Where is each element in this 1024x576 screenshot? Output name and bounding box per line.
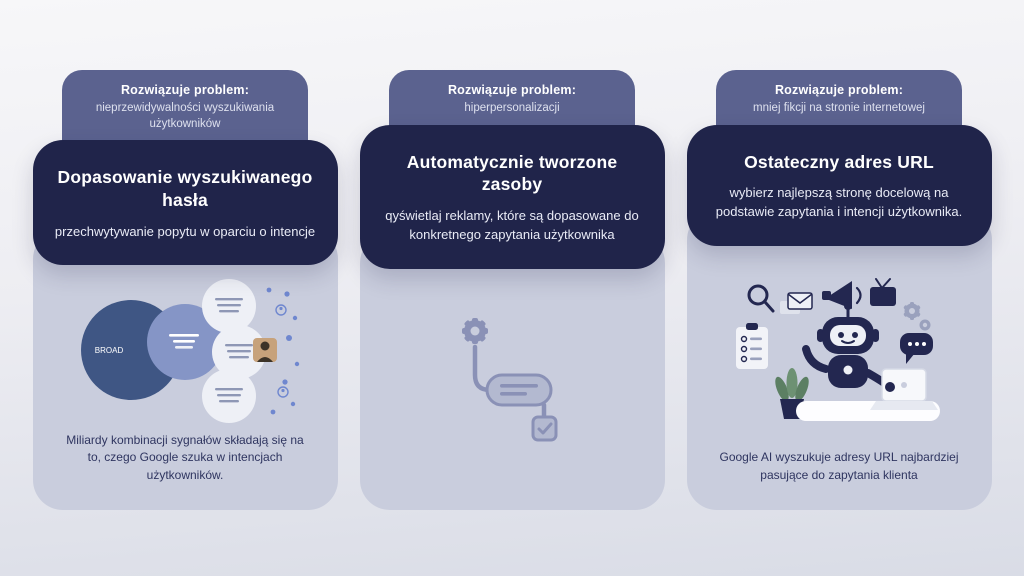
robot-laptop-icon: [736, 277, 940, 421]
venn-broad-label: BROAD: [95, 346, 124, 355]
tv-antenna-icon: [870, 277, 896, 306]
badge-subtitle: nieprzewidywalności wyszukiwania użytkow…: [95, 102, 275, 130]
card-header: Ostateczny adres URL wybierz najlepszą s…: [686, 124, 992, 246]
card-title: Dopasowanie wyszukiwanego hasła: [57, 167, 313, 210]
checkbox-icon: [531, 415, 558, 442]
magnifier-icon: [747, 284, 775, 313]
card-header: Automatycznie tworzone zasoby qyświetlaj…: [359, 124, 665, 269]
workflow-illustration: [360, 275, 665, 484]
card-body: Google AI wyszukuje adresy URL najbardzi…: [686, 209, 992, 510]
intent-venn-icon: BROAD: [81, 278, 300, 423]
mini-user-icons: [275, 303, 289, 398]
venn-illustration: BROAD: [33, 271, 338, 431]
megaphone-icon: [822, 280, 862, 309]
checklist-icon: [736, 322, 768, 369]
card-description: qyświetlaj reklamy, które są dopasowane …: [385, 208, 639, 242]
badge-subtitle: mniej fikcji na stronie internetowej: [753, 102, 925, 114]
laptop-icon: [870, 367, 938, 410]
card-title: Automatycznie tworzone zasoby: [406, 151, 618, 195]
card-header: Dopasowanie wyszukiwanego hasła przechwy…: [32, 140, 338, 266]
envelope-icon: [780, 291, 813, 314]
badge-subtitle: hiperpersonalizacji: [464, 102, 560, 114]
asset-pill-icon: [485, 373, 553, 407]
card-body: [359, 232, 665, 510]
signal-dots-icon: [266, 287, 300, 414]
robot-illustration: [687, 252, 992, 449]
card-description: wybierz najlepszą stronę docelową na pod…: [715, 185, 963, 220]
badge-title: Rozwiązuje problem:: [120, 83, 250, 97]
robot-icon: [802, 301, 894, 391]
badge-title: Rozwiązuje problem:: [447, 83, 577, 97]
card-caption: [360, 484, 665, 510]
gears-icon: [903, 301, 931, 331]
card-caption: Google AI wyszukuje adresy URL najbardzi…: [719, 450, 959, 482]
card-auto-assets: Rozwiązuje problem: hiperpersonalizacji …: [359, 70, 665, 510]
card-final-url: Rozwiązuje problem: mniej fikcji na stro…: [686, 70, 992, 510]
gear-icon: [462, 318, 488, 345]
card-term-matching: Rozwiązuje problem: nieprzewidywalności …: [32, 70, 338, 510]
badge-title: Rozwiązuje problem:: [774, 83, 904, 97]
card-description: przechwytywanie popytu w oparciu o inten…: [54, 223, 316, 239]
card-title: Ostateczny adres URL: [744, 151, 934, 172]
card-body: BROAD: [32, 229, 338, 510]
person-photo-avatar: [253, 337, 277, 362]
gear-workflow-icon: [462, 318, 558, 442]
infographic-board: Rozwiązuje problem: nieprzewidywalności …: [32, 70, 992, 510]
card-caption: Miliardy kombinacji sygnałów składają si…: [66, 432, 304, 482]
speech-bubble-icon: [900, 332, 933, 364]
